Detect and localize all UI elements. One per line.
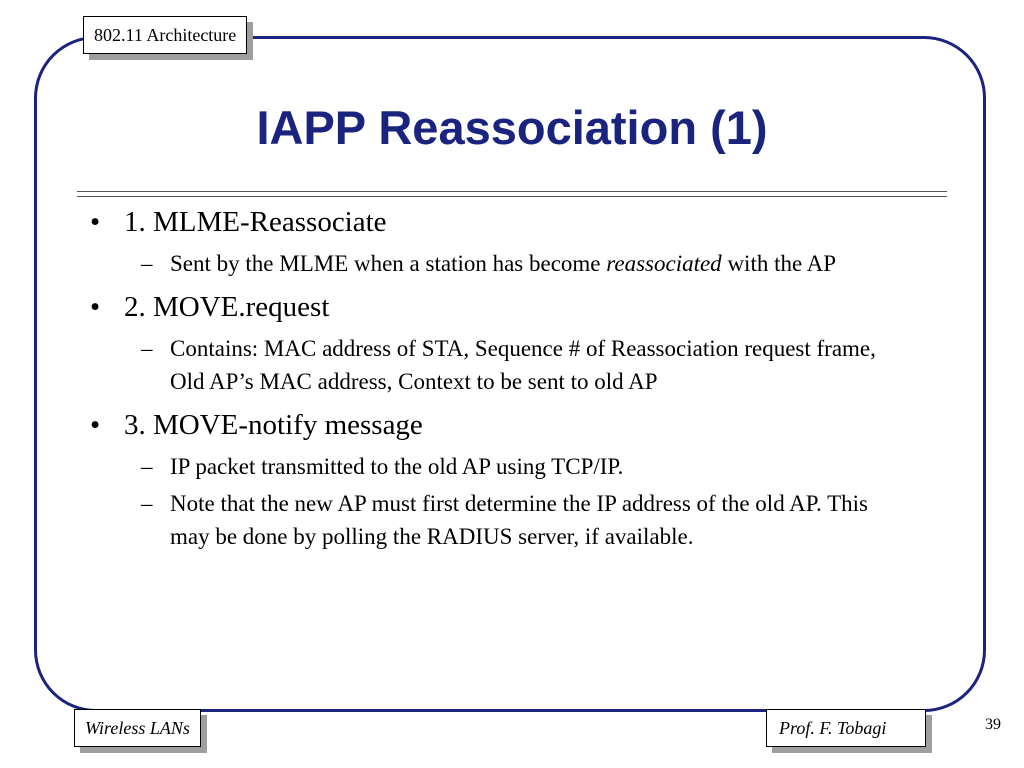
sub-list: –Sent by the MLME when a station has bec… <box>124 247 946 280</box>
bullet-marker: • <box>90 409 101 441</box>
sub-item: –IP packet transmitted to the old AP usi… <box>124 450 890 483</box>
bullet-list: • 1. MLME-Reassociate –Sent by the MLME … <box>86 205 946 553</box>
bullet-text: 1. MLME-Reassociate <box>124 206 387 238</box>
sub-text: Contains: MAC address of STA, Sequence #… <box>170 336 876 394</box>
bullet-text: 3. MOVE-notify message <box>124 409 423 441</box>
slide-title: IAPP Reassociation (1) <box>256 101 768 154</box>
emphasis-text: reassociated <box>606 251 722 276</box>
dash-marker: – <box>141 336 153 361</box>
section-tag: 802.11 Architecture <box>83 16 248 54</box>
bullet-marker: • <box>90 291 101 323</box>
sub-text-tail: with the AP <box>721 251 837 276</box>
slide-frame <box>34 36 986 712</box>
sub-list: –IP packet transmitted to the old AP usi… <box>124 450 946 553</box>
title-divider-top <box>77 191 947 192</box>
title-divider-bottom <box>77 196 947 197</box>
footer-author-tag: Prof. F. Tobagi <box>766 709 926 747</box>
dash-marker: – <box>141 454 153 479</box>
bullet-text: 2. MOVE.request <box>124 291 330 323</box>
bullet-item: • 1. MLME-Reassociate –Sent by the MLME … <box>86 205 946 280</box>
dash-marker: – <box>141 251 153 276</box>
sub-text: Note that the new AP must first determin… <box>170 491 869 549</box>
sub-list: –Contains: MAC address of STA, Sequence … <box>124 332 946 398</box>
sub-item: –Contains: MAC address of STA, Sequence … <box>124 332 890 398</box>
page-number: 39 <box>985 716 1001 733</box>
bullet-marker: • <box>90 206 101 238</box>
sub-text: Sent by the MLME when a station has beco… <box>170 251 607 276</box>
bullet-item: • 3. MOVE-notify message –IP packet tran… <box>86 408 946 553</box>
sub-item: –Note that the new AP must first determi… <box>124 487 890 553</box>
sub-text: IP packet transmitted to the old AP usin… <box>170 454 624 479</box>
sub-item: –Sent by the MLME when a station has bec… <box>124 247 890 280</box>
footer-course-tag: Wireless LANs <box>74 709 201 747</box>
dash-marker: – <box>141 491 153 516</box>
bullet-item: • 2. MOVE.request –Contains: MAC address… <box>86 290 946 398</box>
